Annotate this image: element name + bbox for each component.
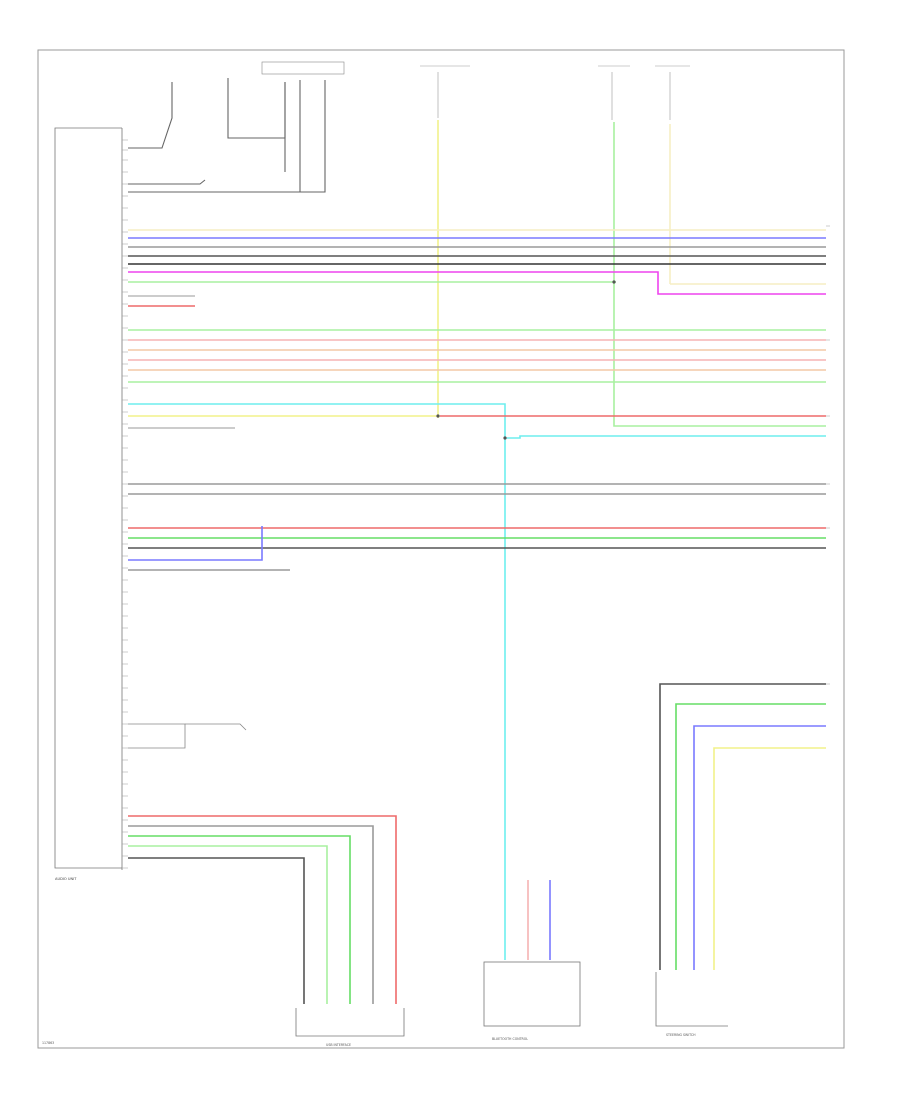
ground-leads [128, 723, 247, 749]
steering-switch-box [655, 972, 728, 1027]
bluetooth-control-box [483, 961, 581, 1027]
splice-cyan [503, 436, 507, 440]
rear-speaker-wires [128, 329, 826, 383]
speaker-wires [128, 229, 826, 295]
usb-wires [128, 815, 397, 1004]
diagram-code: 117863 [42, 1041, 54, 1045]
illumination-leads [128, 295, 195, 307]
right-connector-marks [826, 225, 830, 685]
usb-interface-label: USB INTERFACE [326, 1043, 351, 1047]
pin-stubs [122, 139, 128, 869]
diagram-frame [37, 49, 845, 1049]
wire-lightgreen-vertical [613, 122, 826, 427]
can-wires [128, 526, 826, 571]
power-wires [128, 403, 826, 960]
steering-switch-wires [659, 683, 826, 970]
top-left-leads [128, 78, 326, 193]
usb-interface-box [295, 1008, 405, 1037]
audio-unit-label: AUDIO UNIT [55, 877, 77, 881]
satellite-antenna-connector [261, 61, 345, 75]
splice-yellow [436, 414, 440, 418]
bluetooth-wires [527, 880, 551, 960]
steering-switch-label: STEERING SWITCH [666, 1033, 696, 1037]
audio-unit-box [54, 127, 122, 869]
power-feeds [420, 65, 690, 120]
comm-wires [128, 483, 826, 495]
splice-green [612, 280, 616, 284]
bluetooth-control-label: BLUETOOTH CONTROL [492, 1037, 528, 1041]
